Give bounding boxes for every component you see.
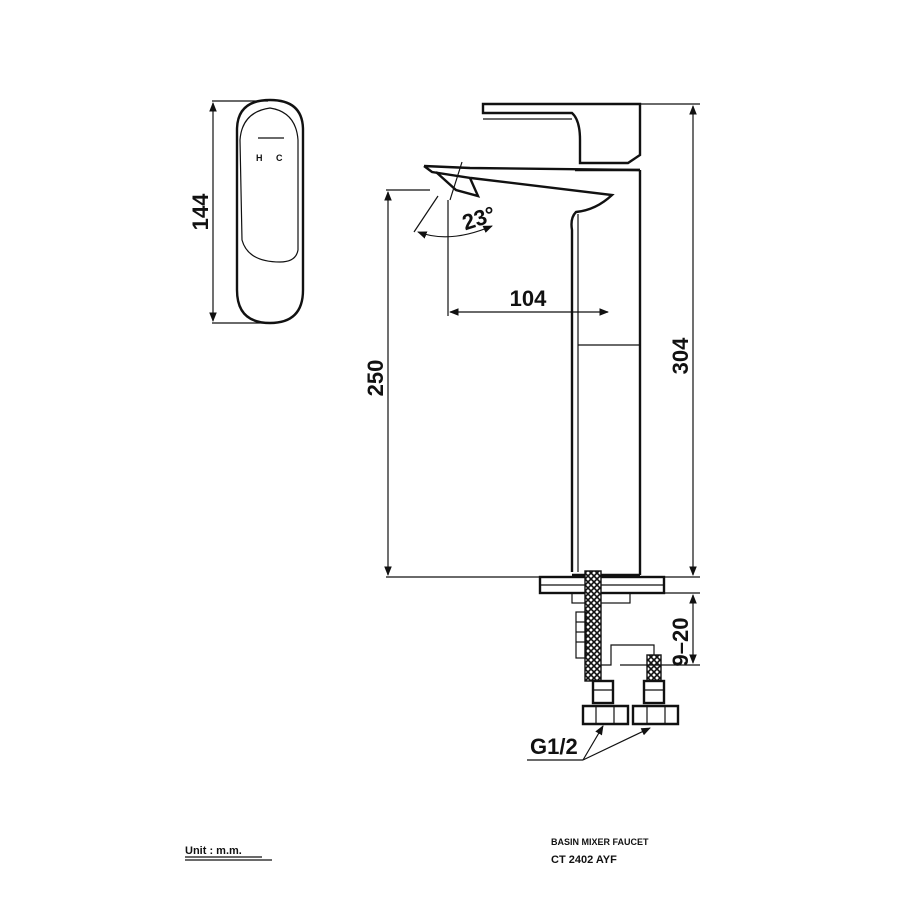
deck-thickness-label: 9–20 — [668, 618, 693, 667]
spout-reach-label: 104 — [510, 286, 547, 311]
handle-height-label: 144 — [188, 193, 213, 230]
dimension-handle-height: 144 — [188, 100, 268, 324]
angle-label: 23° — [459, 201, 498, 235]
dimension-angle: 23° — [413, 195, 498, 239]
dimension-spout-height: 250 — [363, 189, 430, 576]
dimension-spout-reach: 104 — [447, 200, 609, 316]
supply-hoses — [575, 570, 680, 726]
cold-mark: C — [276, 153, 283, 163]
spout-height-label: 250 — [363, 360, 388, 397]
dimension-thread: G1/2 — [527, 725, 651, 761]
handle-top-view: H C — [235, 98, 305, 325]
dimension-deck-thickness: 9–20 — [620, 592, 700, 667]
dimension-total-height: 304 — [612, 103, 700, 576]
unit-label: Unit : m.m. — [185, 845, 242, 857]
title-block: Unit : m.m. BASIN MIXER FAUCET CT 2402 A… — [185, 837, 649, 866]
model-number: CT 2402 AYF — [551, 854, 617, 866]
total-height-label: 304 — [668, 337, 693, 374]
thread-label: G1/2 — [530, 734, 578, 759]
product-name: BASIN MIXER FAUCET — [551, 837, 649, 847]
faucet-body — [423, 102, 666, 604]
hot-mark: H — [256, 153, 263, 163]
